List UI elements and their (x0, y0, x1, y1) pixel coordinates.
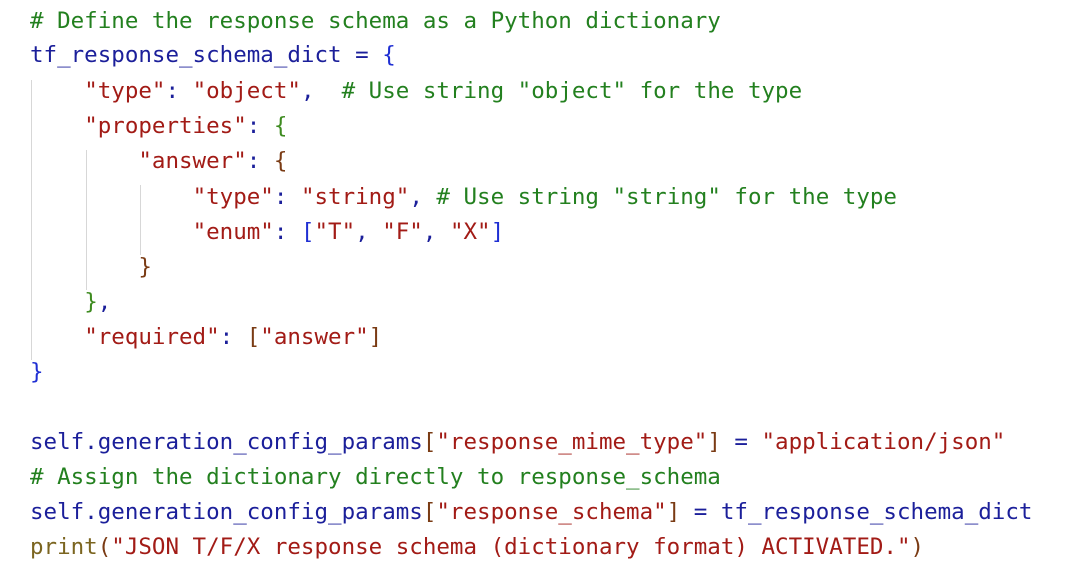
code-token: [ (422, 429, 437, 455)
code-token: "JSON T/F/X response schema (dictionary … (111, 534, 911, 560)
code-token: "answer" (138, 148, 247, 174)
code-token: , (355, 219, 383, 245)
indent-guide (140, 185, 141, 255)
code-token: "properties" (84, 113, 247, 139)
code-token: ] (490, 219, 505, 245)
code-token: : (165, 78, 193, 104)
code-token: [ (422, 499, 437, 525)
code-token: "type" (192, 184, 274, 210)
code-token: . (84, 429, 98, 455)
code-token: , (409, 184, 437, 210)
code-token: } (30, 359, 44, 385)
code-token: tf_response_schema_dict (30, 42, 342, 68)
code-token: "answer" (260, 324, 369, 350)
code-line: print("JSON T/F/X response schema (dicti… (30, 530, 924, 565)
code-token: generation_config_params (97, 429, 423, 455)
code-token: ] (707, 429, 721, 455)
code-token: ) (910, 534, 925, 560)
code-line: "type": "object", # Use string "object" … (30, 74, 802, 109)
code-token: = (720, 429, 762, 455)
code-line: "answer": { (30, 144, 287, 179)
code-token: = (680, 499, 721, 525)
code-line: }, (30, 285, 111, 320)
code-token: ( (97, 534, 112, 560)
code-token: : (219, 324, 247, 350)
code-line: "enum": ["T", "F", "X"] (30, 215, 505, 250)
code-token: , (97, 289, 112, 315)
code-line: self.generation_config_params["response_… (30, 495, 1032, 530)
code-token: "application/json" (761, 429, 1006, 455)
code-token: : (246, 148, 274, 174)
code-line: # Assign the dictionary directly to resp… (30, 460, 721, 495)
code-token: } (138, 254, 152, 280)
code-token: { (273, 113, 288, 139)
code-token: [ (246, 324, 261, 350)
code-token: # Use string "object" for the type (341, 78, 803, 104)
code-token: # Define the response schema as a Python… (30, 8, 721, 34)
code-token: "response_mime_type" (436, 429, 708, 455)
code-token: "T" (314, 219, 356, 245)
code-token: tf_response_schema_dict (720, 499, 1033, 525)
code-token: generation_config_params (97, 499, 423, 525)
code-token: "enum" (192, 219, 274, 245)
code-token (30, 148, 138, 174)
code-token: , (422, 219, 450, 245)
code-token: ] (666, 499, 681, 525)
code-token: print (30, 534, 98, 560)
indent-guide (86, 150, 87, 290)
code-token: , (300, 78, 342, 104)
code-line: # Define the response schema as a Python… (30, 4, 721, 39)
indent-guide (31, 80, 32, 360)
code-token: # Assign the dictionary directly to resp… (30, 464, 721, 490)
code-token (30, 184, 193, 210)
code-token: } (84, 289, 98, 315)
code-token (30, 289, 84, 315)
code-token: [ (300, 219, 315, 245)
code-line: "type": "string", # Use string "string" … (30, 180, 897, 215)
code-token: "response_schema" (436, 499, 667, 525)
code-token: "type" (84, 78, 166, 104)
code-line: "required": ["answer"] (30, 320, 382, 355)
code-token: . (84, 499, 98, 525)
code-token: self (30, 499, 85, 525)
code-line: self.generation_config_params["response_… (30, 425, 1005, 460)
code-token (30, 78, 84, 104)
code-line: } (30, 355, 44, 390)
code-token: self (30, 429, 85, 455)
code-token: { (273, 148, 288, 174)
code-token: # Use string "string" for the type (436, 184, 897, 210)
code-token: : (273, 219, 301, 245)
code-token: = (341, 42, 383, 68)
code-token: { (382, 42, 396, 68)
code-token (30, 254, 138, 280)
code-line: tf_response_schema_dict = { (30, 38, 396, 73)
code-token: : (273, 184, 301, 210)
code-line: } (30, 250, 152, 285)
code-token: "string" (300, 184, 410, 210)
code-token: "object" (192, 78, 301, 104)
code-token: "X" (449, 219, 491, 245)
code-token: "required" (84, 324, 220, 350)
code-token (30, 113, 84, 139)
code-token: "F" (382, 219, 423, 245)
code-line: "properties": { (30, 109, 287, 144)
code-token (30, 219, 193, 245)
code-token: : (246, 113, 274, 139)
code-token (30, 324, 84, 350)
code-token: ] (368, 324, 383, 350)
